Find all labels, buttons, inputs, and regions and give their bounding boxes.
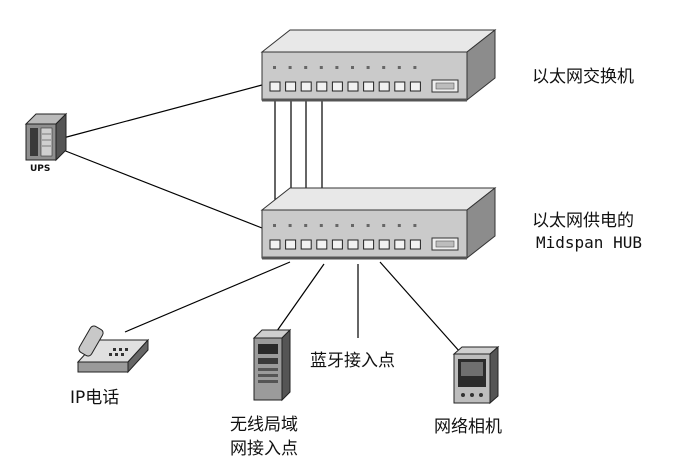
switch-led <box>382 66 386 69</box>
hub-port <box>378 239 390 250</box>
hub-led <box>304 224 308 227</box>
phone-icon <box>76 325 150 374</box>
switch-led <box>413 66 417 69</box>
hub-led <box>382 224 386 227</box>
wlan-label-line1: 无线局域 <box>230 415 298 435</box>
switch-port <box>394 81 406 92</box>
poe-network-diagram: 以太网交换机 以太网供电的 Midspan HUB UPS IP电话 蓝牙接入点… <box>24 28 642 459</box>
switch-port <box>285 81 297 92</box>
hub-led <box>288 224 292 227</box>
switch-port <box>409 81 421 92</box>
switch-port <box>378 81 390 92</box>
wlan-label-line2: 网接入点 <box>230 439 298 459</box>
diagram-canvas <box>24 28 500 405</box>
hub-port <box>316 239 328 250</box>
link-hub-camera <box>379 261 461 353</box>
hub-led <box>273 224 276 227</box>
camera-icon <box>452 345 500 405</box>
switch-led <box>366 66 370 69</box>
link-ups-switch <box>62 84 263 139</box>
camera-label: 网络相机 <box>434 417 502 437</box>
link-hub-wlan <box>271 263 325 339</box>
hub-led <box>319 224 323 227</box>
switch-led <box>273 66 276 69</box>
switch-port <box>269 81 281 92</box>
switch-led <box>397 66 401 69</box>
tower-pc-icon <box>252 328 292 402</box>
hub-label-line2: Midspan HUB <box>536 233 642 252</box>
hub-led <box>397 224 401 227</box>
hub-port <box>285 239 297 250</box>
hub-led <box>413 224 417 227</box>
hub-led <box>366 224 370 227</box>
hub-led <box>351 224 354 227</box>
hub-led <box>335 224 339 227</box>
hub-port <box>269 239 281 250</box>
switch-led <box>319 66 323 69</box>
switch-led <box>304 66 308 69</box>
hub-icon <box>260 186 497 260</box>
ups-icon <box>24 112 68 162</box>
switch-port <box>316 81 328 92</box>
switch-led <box>335 66 339 69</box>
hub-port <box>409 239 421 250</box>
ip-phone-label: IP电话 <box>70 388 120 408</box>
hub-label-line1: 以太网供电的 <box>532 211 634 231</box>
switch-port <box>300 81 312 92</box>
hub-port <box>347 239 359 250</box>
switch-port <box>363 81 375 92</box>
switch-led <box>351 66 354 69</box>
link-hub-phone <box>124 261 291 333</box>
link-ups-hub <box>62 149 263 229</box>
hub-port <box>363 239 375 250</box>
switch-port <box>331 81 343 92</box>
switch-port <box>347 81 359 92</box>
hub-port <box>331 239 343 250</box>
switch-label: 以太网交换机 <box>532 67 634 87</box>
connection-lines <box>62 84 461 353</box>
ups-label: UPS <box>30 164 51 174</box>
bluetooth-ap-label: 蓝牙接入点 <box>310 351 395 371</box>
switch-icon <box>260 28 497 102</box>
hub-port <box>300 239 312 250</box>
switch-led <box>288 66 292 69</box>
hub-port <box>394 239 406 250</box>
